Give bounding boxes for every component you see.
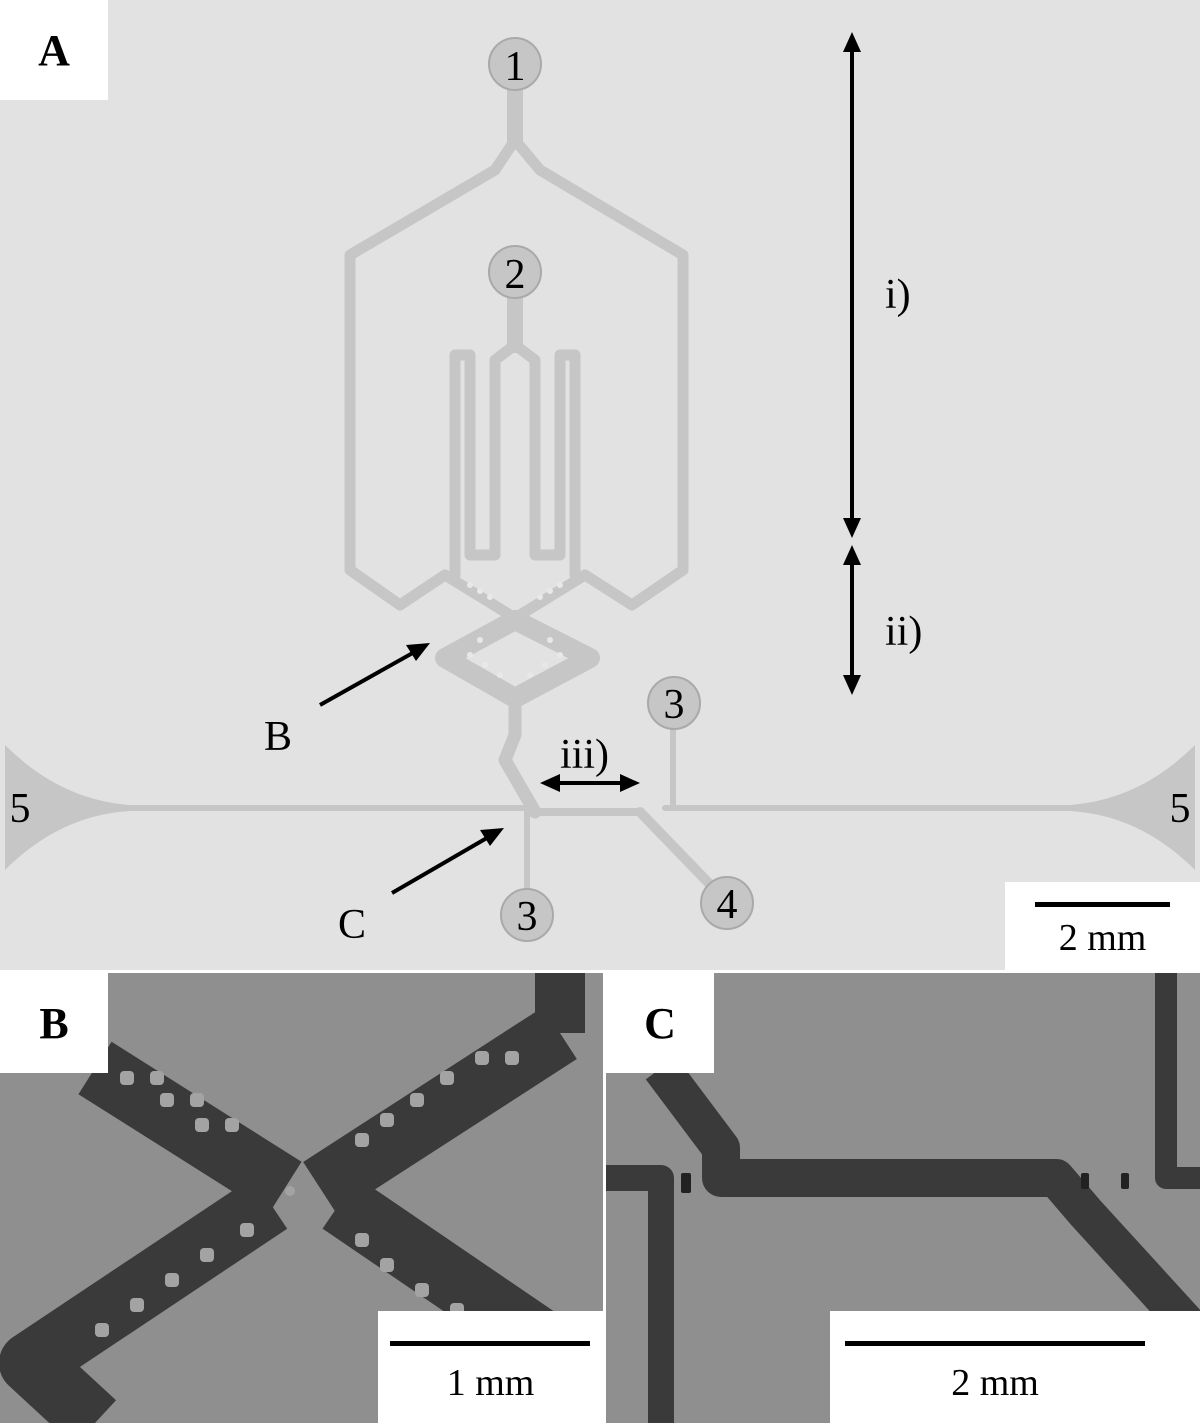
scale-line-a xyxy=(1035,902,1170,907)
panel-c: C 2 mm xyxy=(606,973,1200,1423)
scale-bar-c: 2 mm xyxy=(830,1311,1200,1423)
panel-label-b: B xyxy=(0,973,108,1073)
scale-label-a: 2 mm xyxy=(1058,917,1147,959)
port-label-4: 4 xyxy=(717,882,738,928)
port-label-5-left: 5 xyxy=(10,786,31,832)
scale-line-b xyxy=(390,1341,590,1346)
port-label-3-bottom: 3 xyxy=(517,894,538,940)
section-label-ii: ii) xyxy=(885,609,922,655)
port-3-bottom-circle xyxy=(500,888,554,942)
callout-label-b: B xyxy=(264,714,292,760)
reservoir-left xyxy=(5,745,130,870)
panel-label-c: C xyxy=(606,973,714,1073)
panel-a: 1 2 3 3 4 5 5 i) ii) iii) B C A 2 mm xyxy=(0,0,1200,970)
reservoir-right xyxy=(1070,745,1195,870)
scale-bar-b: 1 mm xyxy=(378,1311,603,1423)
port-2-circle xyxy=(488,245,542,299)
callout-label-c: C xyxy=(338,902,366,948)
port-label-5-right: 5 xyxy=(1170,786,1191,832)
scale-bar-a: 2 mm xyxy=(1005,882,1200,970)
section-label-iii: iii) xyxy=(560,732,609,778)
scale-line-c xyxy=(845,1341,1145,1346)
port-label-3-top: 3 xyxy=(664,682,685,728)
section-label-i: i) xyxy=(885,272,911,318)
sem-image-c xyxy=(606,973,1200,1423)
port-4-circle xyxy=(700,876,754,930)
port-label-2: 2 xyxy=(505,252,526,298)
scale-label-c: 2 mm xyxy=(951,1362,1039,1404)
port-3-top-circle xyxy=(647,676,701,730)
port-label-1: 1 xyxy=(505,44,526,90)
panel-b: B 1 mm xyxy=(0,973,603,1423)
chip-schematic: 1 2 3 3 4 5 5 i) ii) iii) B C xyxy=(5,32,1195,948)
port-1-circle xyxy=(488,37,542,91)
panel-label-a: A xyxy=(0,0,108,100)
scale-label-b: 1 mm xyxy=(446,1362,535,1404)
